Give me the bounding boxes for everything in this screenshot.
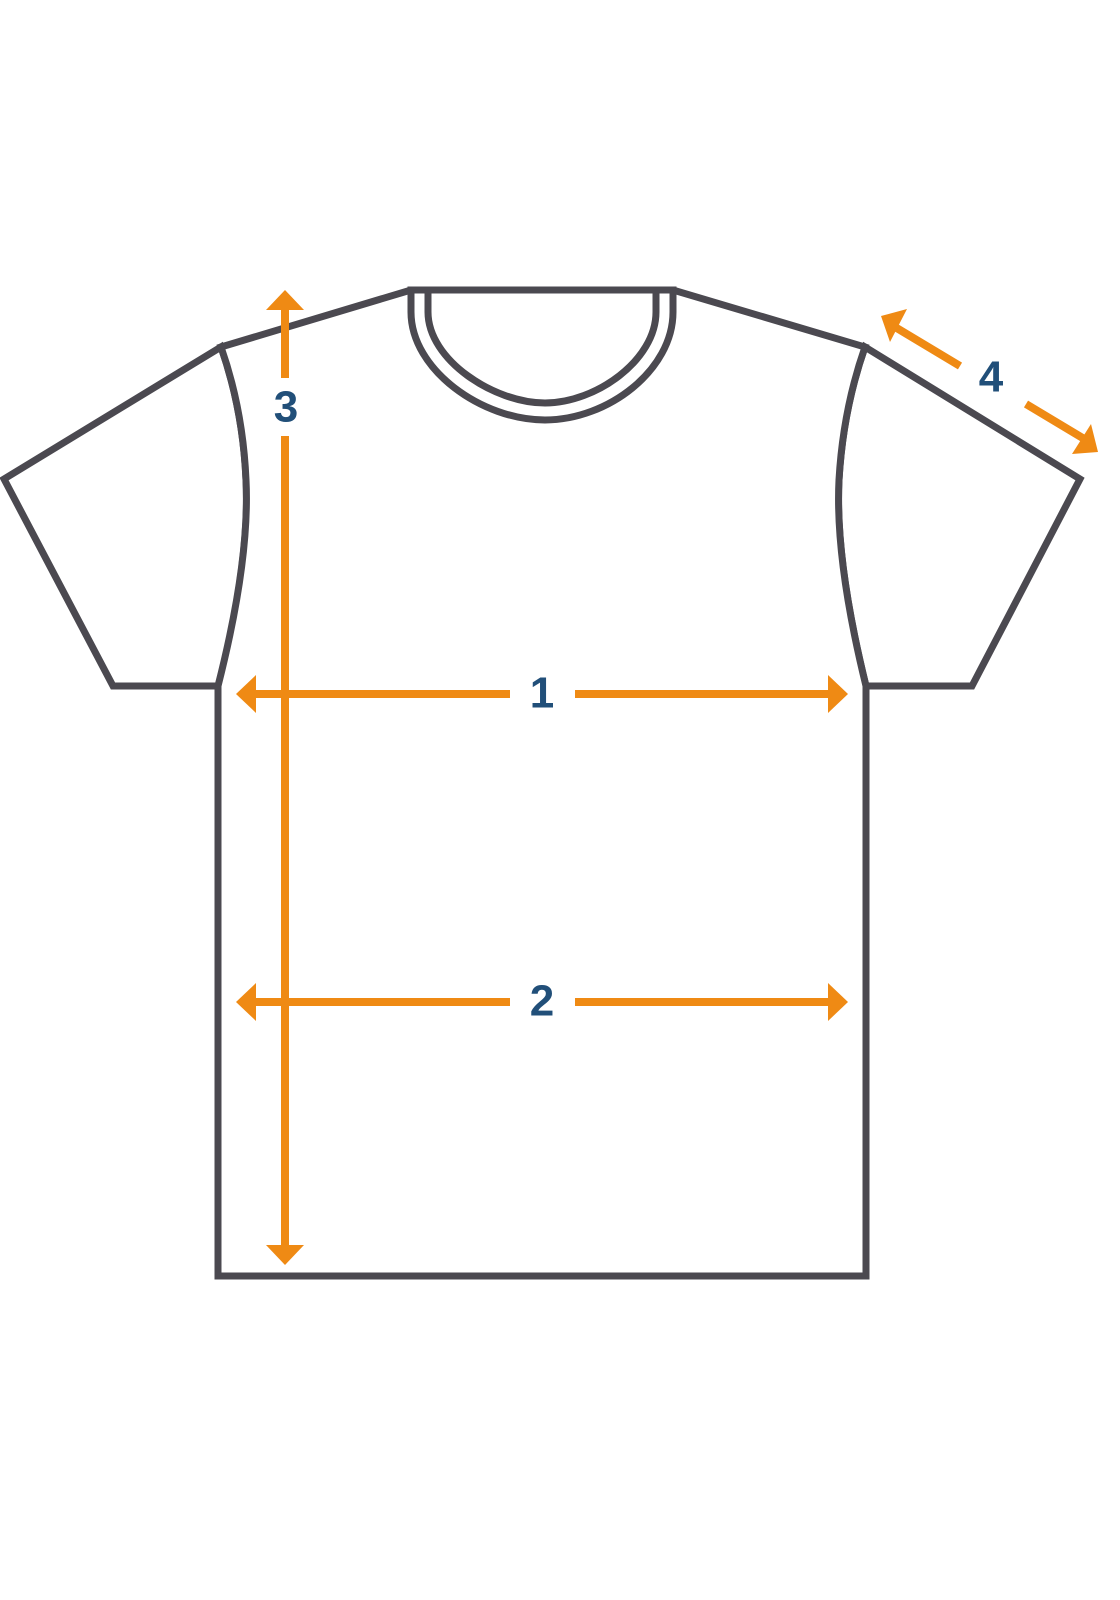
measurement-2-label: 2 — [530, 977, 554, 1026]
measurement-3-arrow: 3 — [266, 290, 304, 1265]
measurement-4-arrowhead-upper — [881, 309, 907, 342]
measurement-3-arrowhead-bottom — [266, 1245, 304, 1265]
measurement-1-arrowhead-right — [828, 675, 848, 713]
measurement-4-arrow: 4 — [881, 309, 1098, 454]
right-sleeve — [835, 341, 1085, 690]
shirt-body — [214, 286, 870, 1280]
measurement-2-arrow: 2 — [236, 977, 848, 1026]
measurement-3-arrowhead-top — [266, 290, 304, 310]
measurement-1-arrow: 1 — [236, 669, 848, 718]
measurement-4-line-upper — [892, 323, 963, 370]
measurement-2-arrowhead-left — [236, 983, 256, 1021]
measurement-3-label: 3 — [274, 383, 298, 432]
measurement-2-arrowhead-right — [828, 983, 848, 1021]
collar-inner — [424, 286, 660, 407]
measurement-4-line-lower — [1023, 400, 1089, 444]
measurement-1-arrowhead-left — [236, 675, 256, 713]
measurement-1-label: 1 — [530, 669, 554, 718]
tshirt-outline — [0, 286, 1085, 1280]
measurement-4-label: 4 — [979, 353, 1004, 402]
measurement-4-arrowhead-lower — [1072, 424, 1098, 454]
left-sleeve — [0, 341, 250, 690]
